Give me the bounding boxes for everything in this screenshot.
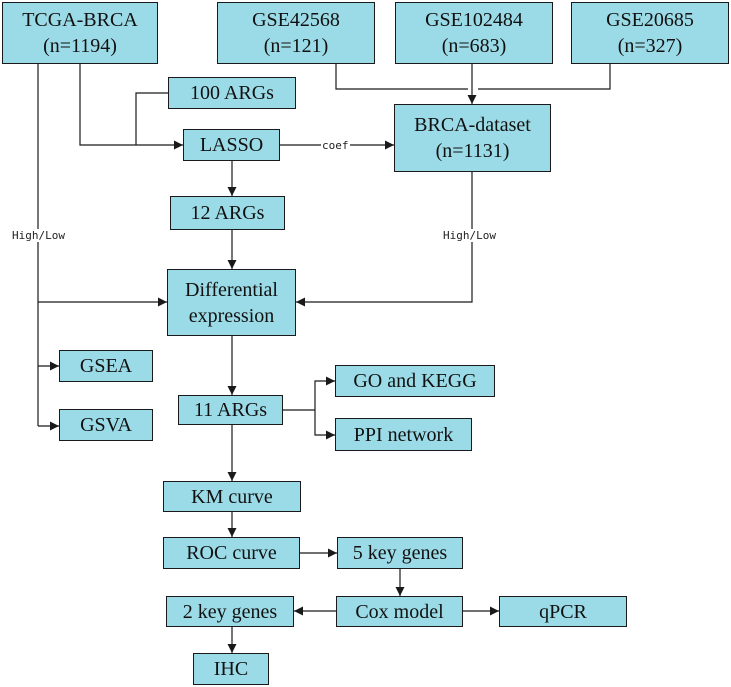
node-gse42568-count: (n=121) xyxy=(263,35,329,57)
node-gse42568-title: GSE42568 xyxy=(252,9,340,31)
node-5-key-genes: 5 key genes xyxy=(337,537,463,569)
node-gse102484-count: (n=683) xyxy=(441,35,507,57)
node-2-key-genes: 2 key genes xyxy=(166,596,294,627)
node-brca-dataset-count: (n=1131) xyxy=(435,140,510,162)
edge-label-coef: coef xyxy=(321,139,350,152)
node-lasso: LASSO xyxy=(183,129,280,161)
node-ppi-network: PPI network xyxy=(335,418,472,451)
node-11-args-label: 11 ARGs xyxy=(193,399,268,421)
node-gse20685-title: GSE20685 xyxy=(606,9,694,31)
node-100-args: 100 ARGs xyxy=(168,77,296,109)
node-gse20685-count: (n=327) xyxy=(617,35,683,57)
edge-fork-to-ppi xyxy=(314,410,335,440)
node-go-kegg: GO and KEGG xyxy=(335,365,495,397)
node-12-args-label: 12 ARGs xyxy=(190,202,265,224)
node-lasso-label: LASSO xyxy=(199,134,264,156)
node-gsea-label: GSEA xyxy=(79,355,133,377)
node-gse42568: GSE42568 (n=121) xyxy=(217,2,375,64)
node-brca-dataset: BRCA-dataset (n=1131) xyxy=(394,104,551,172)
edge-gse42568-to-brca xyxy=(335,64,468,90)
node-km-curve: KM curve xyxy=(163,481,301,512)
node-tcga-brca-title: TCGA-BRCA xyxy=(22,9,138,31)
node-differential-line2: expression xyxy=(188,304,275,327)
node-gse20685: GSE20685 (n=327) xyxy=(571,2,729,64)
node-12-args: 12 ARGs xyxy=(170,196,285,230)
node-km-curve-label: KM curve xyxy=(191,485,273,508)
node-11-args: 11 ARGs xyxy=(178,395,283,425)
node-100-args-label: 100 ARGs xyxy=(190,82,274,104)
node-brca-dataset-title: BRCA-dataset xyxy=(414,114,531,136)
edge-label-high-low-right: High/Low xyxy=(442,229,497,242)
edge-brca-to-diff xyxy=(296,172,473,307)
node-qpcr: qPCR xyxy=(499,596,627,627)
node-2-key-genes-label: 2 key genes xyxy=(182,600,278,623)
node-roc-curve-label: ROC curve xyxy=(186,542,277,564)
edge-tcga-to-lasso xyxy=(79,64,183,150)
node-qpcr-label: qPCR xyxy=(539,600,587,623)
node-gsva: GSVA xyxy=(59,409,153,441)
node-cox-model: Cox model xyxy=(336,596,463,627)
node-ihc: IHC xyxy=(193,653,269,685)
edge-args100-to-lasso xyxy=(135,92,168,145)
node-tcga-brca-count: (n=1194) xyxy=(43,35,117,57)
node-gse102484-title: GSE102484 xyxy=(425,9,523,31)
node-cox-model-label: Cox model xyxy=(355,600,444,623)
node-5-key-genes-label: 5 key genes xyxy=(352,542,448,564)
edge-gse20685-to-brca xyxy=(478,64,611,90)
node-gsva-label: GSVA xyxy=(80,414,132,436)
node-go-kegg-label: GO and KEGG xyxy=(353,370,477,392)
node-differential-line1: Differential xyxy=(185,278,278,301)
node-ppi-network-label: PPI network xyxy=(353,423,454,446)
node-gse102484: GSE102484 (n=683) xyxy=(395,2,553,64)
edge-fork-to-gokegg xyxy=(314,376,335,410)
node-roc-curve: ROC curve xyxy=(163,537,300,569)
edge-label-high-low-left: High/Low xyxy=(11,229,66,242)
node-differential-expression: Differential expression xyxy=(167,269,296,336)
node-ihc-label: IHC xyxy=(213,658,249,680)
node-tcga-brca: TCGA-BRCA (n=1194) xyxy=(2,2,158,64)
node-gsea: GSEA xyxy=(59,350,153,382)
